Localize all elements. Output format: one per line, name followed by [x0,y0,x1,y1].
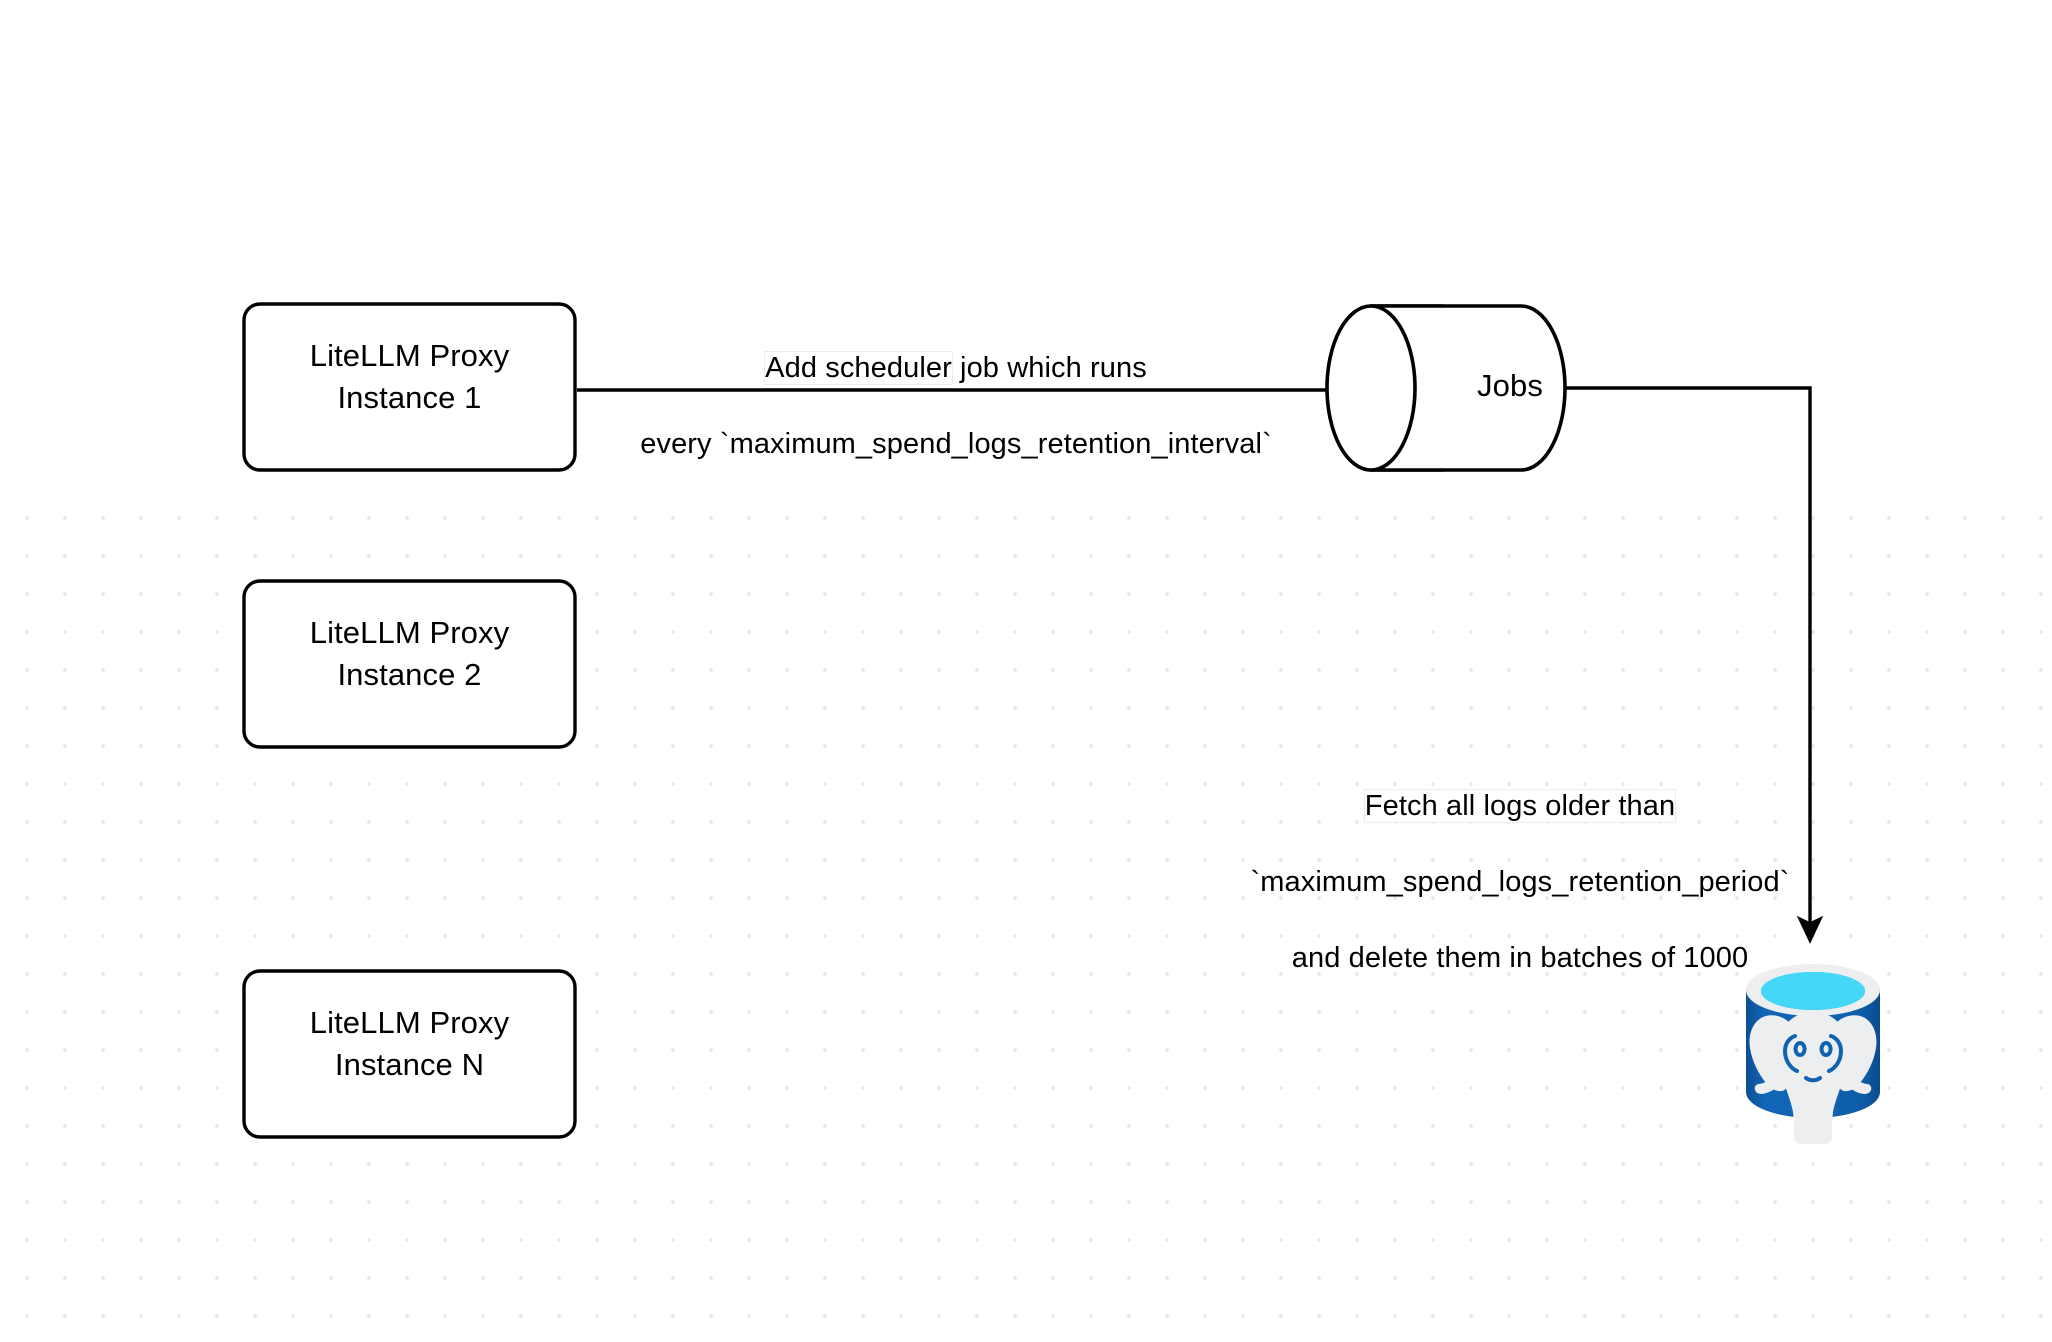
edge-label-line-1: Add scheduler job which runs [586,349,1326,387]
node-label-jobs: Jobs [1477,368,1543,403]
edge-label-fetch-and-delete-logs: Fetch all logs older than `maximum_spend… [1230,749,1810,1015]
edge-label-line-3: and delete them in batches of 1000 [1291,942,1749,974]
edge-label-line-1: Fetch all logs older than [1230,787,1810,825]
edge-jobs-to-postgres [1566,386,1824,944]
postgres-elephant-glyph [1749,1012,1877,1144]
edge-label-add-scheduler-job: Add scheduler job which runs every `maxi… [586,311,1326,501]
node-label-proxy-n: LiteLLM Proxy Instance N [309,1005,510,1082]
node-jobs-cylinder[interactable] [1325,304,1567,472]
node-proxy-2[interactable] [242,579,577,749]
node-proxy-1[interactable] [242,302,577,472]
edge-label-line-2: `maximum_spend_logs_retention_period` [1250,866,1790,898]
postgresql-database-icon[interactable] [1746,964,1880,1144]
edge-label-highlight: Fetch all logs older than [1364,790,1676,822]
node-label-proxy-1: LiteLLM Proxy Instance 1 [309,338,510,415]
edge-label-highlight: Add scheduler [765,352,952,384]
node-proxy-n[interactable] [242,969,577,1139]
edge-label-line-1-rest: job which runs [951,352,1147,384]
edge-label-line-2: every `maximum_spend_logs_retention_inte… [640,428,1272,460]
node-label-proxy-2: LiteLLM Proxy Instance 2 [309,615,510,692]
postgres-elephant-detail [1782,1034,1844,1083]
